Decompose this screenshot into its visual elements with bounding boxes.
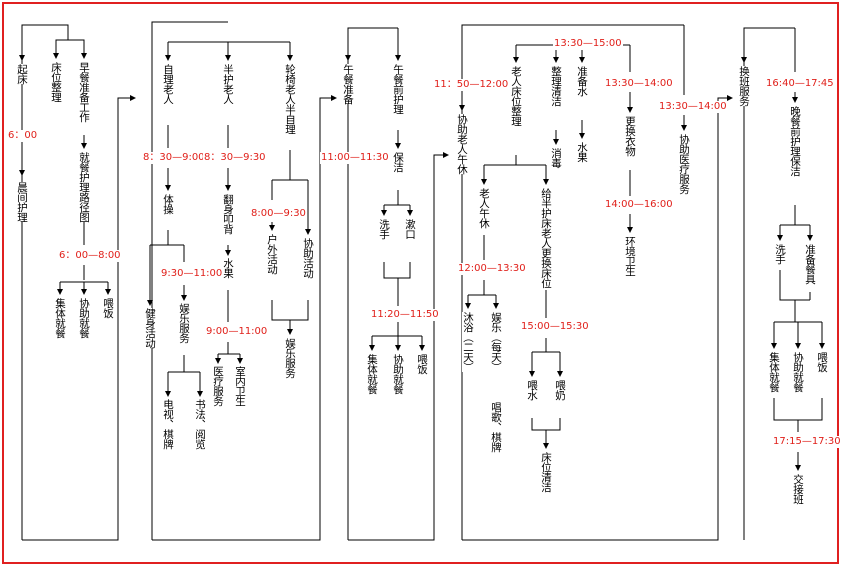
node-handover: 交接班 <box>792 474 804 504</box>
node-feed-meal: 喂饭 <box>102 298 114 318</box>
node-shift-service: 换班服务 <box>738 66 750 106</box>
time-1640-1745: 16:40—17:45 <box>765 78 835 90</box>
node-ward-clean: 整理清洁 <box>550 66 562 106</box>
node-feed-meal-3: 喂饭 <box>816 352 828 372</box>
node-fruit: 水果 <box>222 258 234 278</box>
time-930-1100: 9:30—11:00 <box>160 268 224 280</box>
node-lunch-prep: 午餐准备 <box>342 64 354 104</box>
node-room-hygiene: 室内卫生 <box>234 366 246 406</box>
time-1715-1730: 17:15—17:30 <box>772 436 841 448</box>
node-self-care-elderly: 自理老人 <box>162 64 174 104</box>
node-environment-hygiene: 环境卫生 <box>624 236 636 276</box>
node-assist-meal-2: 协助就餐 <box>392 354 404 394</box>
node-bed-tidy: 床位整理 <box>50 62 62 102</box>
node-assist-medical: 协助医疗服务 <box>678 134 690 194</box>
node-feed-meal-2: 喂饭 <box>416 354 428 374</box>
node-assist-nap: 协助老人午休 <box>456 114 468 174</box>
node-group-meal-3: 集体就餐 <box>768 352 780 392</box>
node-pre-lunch-care: 午餐前护理 <box>392 64 404 114</box>
time-1500-1530: 15:00—15:30 <box>520 321 590 333</box>
node-nap: 老人午休 <box>478 188 490 228</box>
node-prepare-water: 准备水 <box>576 66 588 96</box>
time-600-800: 6：00—8:00 <box>58 250 122 262</box>
node-morning-record: 晨间护理 <box>16 182 28 222</box>
node-wash-hands: 洗手 <box>378 219 390 239</box>
node-turn-over: 翻身叩背 <box>222 194 234 234</box>
time-830-900: 8：30—9:00 <box>142 152 206 164</box>
time-1120-1150: 11:20—11:50 <box>370 309 440 321</box>
node-fruit-2: 水果 <box>576 142 588 162</box>
node-prepare-tableware: 准备餐具 <box>804 244 816 284</box>
node-group-meal: 集体就餐 <box>54 298 66 338</box>
node-feed-milk: 喂奶 <box>554 380 566 400</box>
node-wake: 起床 <box>16 64 28 84</box>
node-assist-meal: 协助就餐 <box>78 298 90 338</box>
node-mouth-rinse: 漱口 <box>404 219 416 239</box>
node-medical-service: 医疗服务 <box>212 366 224 406</box>
node-breakfast-prep: 早餐准备工作 <box>78 62 90 122</box>
node-outdoor-activity: 户外活动 <box>266 234 278 274</box>
node-tv-chess: 电视、棋牌 <box>162 399 174 449</box>
time-600: 6：00 <box>7 130 39 142</box>
node-disinfect: 消毒 <box>550 148 562 168</box>
node-daily-entertainment: 娱乐（每天） <box>490 312 502 372</box>
node-bed-arrange: 老人床位整理 <box>510 66 522 126</box>
node-feed-water: 喂水 <box>526 380 538 400</box>
time-1200-1330: 12:00—13:30 <box>457 263 527 275</box>
time-830-930: 8：30—9:30 <box>203 152 267 164</box>
time-1400-1600: 14:00—16:00 <box>604 199 674 211</box>
time-1330-1400-b: 13:30—14:00 <box>658 101 728 113</box>
node-singing-chess: 唱歌、棋牌 <box>490 402 502 452</box>
node-pre-dinner-care: 晚餐前护理保洁 <box>789 106 801 176</box>
time-1330-1400-a: 13:30—14:00 <box>604 78 674 90</box>
node-calligraphy-reading: 书法、阅览 <box>194 399 206 449</box>
node-group-meal-2: 集体就餐 <box>366 354 378 394</box>
node-bed-clean: 床位清洁 <box>540 452 552 492</box>
node-change-clothes: 更换衣物 <box>624 116 636 156</box>
node-wheelchair-elderly: 轮椅老人半自理 <box>284 64 296 134</box>
time-800-930: 8:00—9:30 <box>250 208 307 220</box>
node-change-bed: 给半护床老人更换床位 <box>540 188 552 288</box>
time-1330-1500: 13:30—15:00 <box>553 38 623 50</box>
node-bathing: 沐浴（二天） <box>462 312 474 372</box>
node-wash-hands-2: 洗手 <box>774 244 786 264</box>
time-900-1100: 9:00—11:00 <box>205 326 269 338</box>
node-meal-path-diagram: 就餐护理路径图 <box>78 152 90 222</box>
time-1100-1130: 11:00—11:30 <box>320 152 390 164</box>
node-assist-meal-3: 协助就餐 <box>792 352 804 392</box>
time-1150-1200: 11：50—12:00 <box>433 79 510 91</box>
node-entertainment-service: 娱乐服务 <box>178 303 190 343</box>
node-cleaning: 保洁 <box>392 152 404 172</box>
node-exercise: 体操 <box>162 194 174 214</box>
node-assist-activity: 协助活动 <box>302 238 314 278</box>
node-fitness: 健身活动 <box>144 308 156 348</box>
node-semi-care-elderly: 半护老人 <box>222 64 234 104</box>
node-entertainment-service-2: 娱乐服务 <box>284 338 296 378</box>
